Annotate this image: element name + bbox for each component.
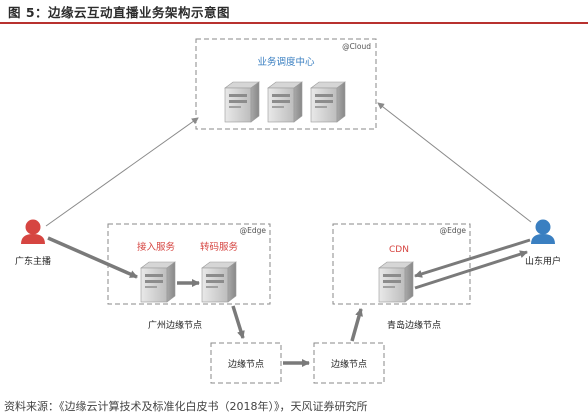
streamer-to-access-arrow — [47, 236, 138, 279]
figure-title: 图 5：边缘云互动直播业务架构示意图 — [8, 5, 231, 20]
guangzhou-edge-label: 广州边缘节点 — [148, 319, 202, 331]
cloud-box — [195, 38, 377, 130]
cdn-server — [378, 261, 414, 303]
streamer-to-cloud-arrow — [45, 117, 199, 227]
edge-node-label-1: 边缘节点 — [228, 358, 264, 370]
viewer-to-cdn-arrow — [414, 238, 531, 278]
qingdao-edge-box — [332, 223, 471, 305]
cloud-server-3 — [310, 81, 346, 123]
viewer-icon — [531, 219, 555, 244]
edge-node-to-qd-arrow — [350, 308, 363, 342]
transcode-server — [201, 261, 237, 303]
guangzhou-tag: @Edge — [240, 226, 267, 235]
access-service-label: 接入服务 — [137, 241, 176, 253]
gz-to-edge-node-arrow — [231, 305, 245, 339]
edge-node-box-2 — [313, 342, 385, 384]
title-rule — [0, 22, 588, 24]
access-server — [140, 261, 176, 303]
transcode-service-label: 转码服务 — [200, 241, 239, 253]
edge-node-box-1 — [210, 342, 282, 384]
cloud-server-1 — [224, 81, 260, 123]
cloud-label: 业务调度中心 — [257, 56, 315, 68]
viewer-to-cloud-arrow — [377, 102, 532, 223]
qingdao-edge-label: 青岛边缘节点 — [387, 319, 441, 331]
cdn-to-viewer-arrow — [414, 250, 528, 290]
guangzhou-edge-box — [107, 223, 271, 305]
streamer-icon — [21, 219, 45, 244]
figure-source: 资料来源：《边缘云计算技术及标准化白皮书（2018年）》，天风证券研究所 — [4, 400, 368, 413]
edge-node-label-2: 边缘节点 — [331, 358, 367, 370]
cloud-server-2 — [267, 81, 303, 123]
cloud-tag: @Cloud — [342, 42, 371, 51]
viewer-label: 山东用户 — [525, 255, 561, 267]
qingdao-tag: @Edge — [440, 226, 467, 235]
cdn-label: CDN — [389, 245, 409, 255]
streamer-label: 广东主播 — [15, 255, 51, 267]
